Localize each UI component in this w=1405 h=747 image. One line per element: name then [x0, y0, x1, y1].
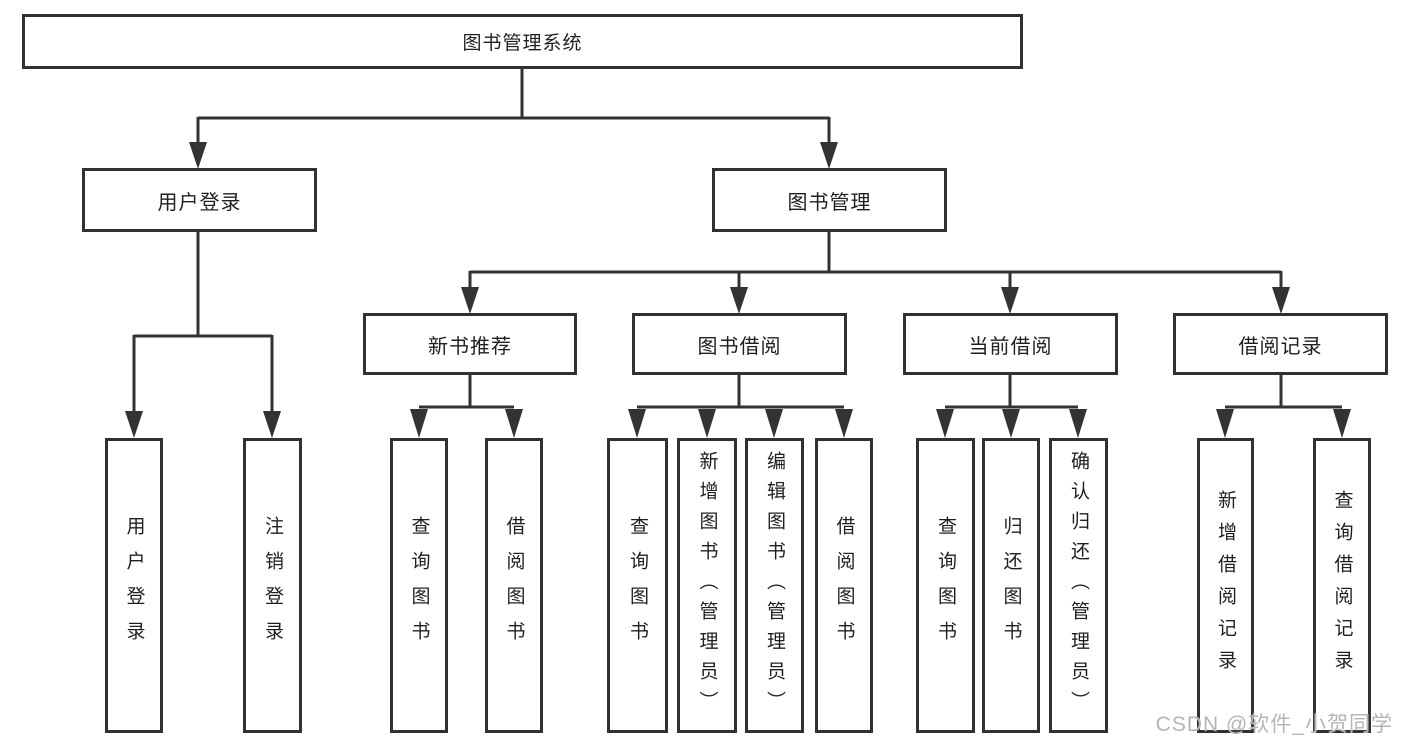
- node-user-login: 用户登录: [82, 168, 317, 232]
- node-root-system: 图书管理系统: [22, 14, 1023, 69]
- connector-book-mgmt-to-level3: [468, 231, 1283, 292]
- leaf-add-borrow-record: 新增借阅记录: [1197, 438, 1254, 733]
- node-book-borrow: 图书借阅: [632, 313, 847, 375]
- connector-user-login-fan: [132, 231, 274, 414]
- connector-level3-fans: [419, 374, 1342, 409]
- connector-root-to-level2: [196, 68, 831, 146]
- node-new-book-recommend: 新书推荐: [363, 313, 577, 375]
- leaf-return-books: 归还图书: [982, 438, 1040, 733]
- leaf-query-books-newrec: 查询图书: [390, 438, 448, 733]
- leaf-query-books-borrow: 查询图书: [607, 438, 668, 733]
- csdn-watermark: CSDN @软件_小贺同学: [1155, 713, 1393, 736]
- node-book-management: 图书管理: [712, 168, 947, 232]
- leaf-confirm-return-admin: 确认归还（管理员）: [1049, 438, 1108, 733]
- leaf-add-books-admin: 新增图书（管理员）: [677, 438, 737, 733]
- leaf-query-borrow-record: 查询借阅记录: [1313, 438, 1371, 733]
- arrow-heads: [125, 142, 1351, 438]
- leaf-logout: 注销登录: [243, 438, 302, 733]
- node-borrow-records: 借阅记录: [1173, 313, 1388, 375]
- node-current-borrow: 当前借阅: [903, 313, 1118, 375]
- leaf-edit-books-admin: 编辑图书（管理员）: [745, 438, 804, 733]
- leaf-borrow-books-newrec: 借阅图书: [485, 438, 543, 733]
- leaf-borrow-books: 借阅图书: [815, 438, 873, 733]
- leaf-user-login: 用户登录: [105, 438, 163, 733]
- leaf-query-books-current: 查询图书: [916, 438, 975, 733]
